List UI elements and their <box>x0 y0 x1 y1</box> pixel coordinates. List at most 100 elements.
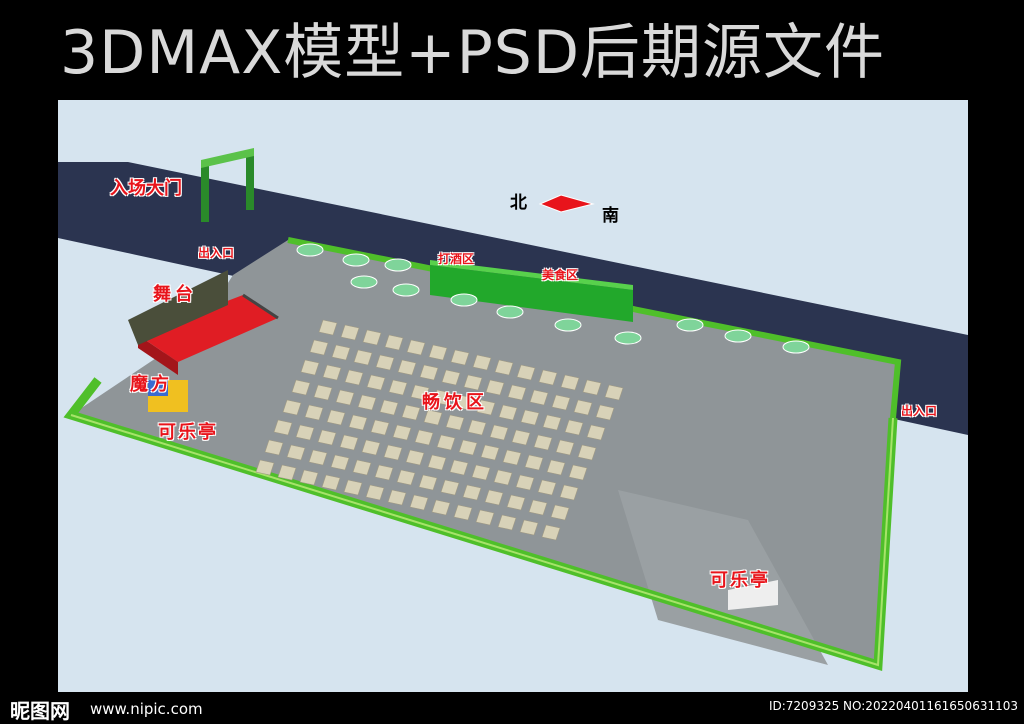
label-drink-area: 畅饮区 <box>422 392 488 413</box>
bench <box>564 419 584 436</box>
bench <box>335 389 355 406</box>
bench <box>582 379 602 396</box>
bench <box>604 384 624 401</box>
bench <box>436 434 456 451</box>
bench <box>366 374 386 391</box>
umbrella <box>350 275 378 289</box>
bench <box>309 339 329 356</box>
cube-face <box>148 380 168 396</box>
bench <box>374 464 394 481</box>
bench <box>573 399 593 416</box>
bench <box>401 404 421 421</box>
bench <box>379 399 399 416</box>
gate-post-left <box>201 160 209 222</box>
bench <box>348 414 368 431</box>
bench <box>353 349 373 366</box>
bench <box>450 349 470 366</box>
bench <box>299 469 319 486</box>
label-kiosk-left: 可乐亭 <box>158 422 218 443</box>
label-bar-area: 打酒区 <box>438 252 475 266</box>
bench <box>506 494 526 511</box>
watermark-id: ID:7209325 NO:20220401161650631103 <box>768 699 1018 713</box>
bench <box>467 419 487 436</box>
bench <box>546 459 566 476</box>
bench <box>304 404 324 421</box>
bench <box>454 394 474 411</box>
bench <box>387 489 407 506</box>
bench <box>344 369 364 386</box>
umbrella <box>296 243 324 257</box>
bench <box>493 469 513 486</box>
bench <box>352 459 372 476</box>
bench <box>511 429 531 446</box>
bench <box>449 459 469 476</box>
bench <box>264 439 284 456</box>
stage-front <box>138 335 178 375</box>
bench <box>458 439 478 456</box>
bench <box>595 404 615 421</box>
bench <box>529 389 549 406</box>
umbrella-tables <box>296 243 810 354</box>
bench <box>340 324 360 341</box>
bench <box>542 414 562 431</box>
bench <box>431 499 451 516</box>
bench <box>445 414 465 431</box>
banner-title: 3DMAX模型+PSD后期源文件 <box>60 18 886 88</box>
bench <box>472 354 492 371</box>
bench <box>428 344 448 361</box>
bench <box>494 359 514 376</box>
bench <box>502 449 522 466</box>
umbrella <box>782 340 810 354</box>
bench <box>559 484 579 501</box>
bench <box>405 449 425 466</box>
umbrella <box>676 318 704 332</box>
bench <box>322 364 342 381</box>
compass-arrow <box>538 194 595 213</box>
bench <box>317 429 337 446</box>
label-exit-right: 出入口 <box>901 404 938 418</box>
bench <box>537 479 557 496</box>
bench <box>300 359 320 376</box>
bench <box>406 339 426 356</box>
umbrella <box>342 253 370 267</box>
bench <box>586 424 606 441</box>
bench <box>326 409 346 426</box>
bench <box>432 389 452 406</box>
compass-north: 北 <box>510 193 527 213</box>
bench <box>282 399 302 416</box>
bench <box>484 489 504 506</box>
bench <box>397 359 417 376</box>
bench <box>533 434 553 451</box>
bench <box>519 519 539 536</box>
bench <box>277 464 297 481</box>
bench <box>463 374 483 391</box>
bench <box>427 454 447 471</box>
compass-south: 南 <box>602 206 619 226</box>
watermark-bar: 昵图网 www.nipic.com ID:7209325 NO:20220401… <box>0 692 1024 724</box>
venue-render: 入场大门 出入口 舞台 魔方 可乐亭 打酒区 美食区 畅饮区 出入口 可乐亭 北… <box>58 100 968 692</box>
booth-block-top <box>430 260 633 290</box>
gate-post-right <box>246 150 254 210</box>
bench <box>516 364 536 381</box>
drink-area-seating <box>255 319 624 541</box>
banner: 3DMAX模型+PSD后期源文件 <box>0 0 1024 100</box>
bench <box>418 474 438 491</box>
umbrella <box>384 258 412 272</box>
umbrella <box>554 318 582 332</box>
bench <box>528 499 548 516</box>
label-stage: 舞台 <box>153 284 197 305</box>
floor-shade <box>618 490 828 665</box>
umbrella <box>450 293 478 307</box>
fence-bottom-cap <box>70 414 894 667</box>
bench <box>357 394 377 411</box>
bench <box>475 509 495 526</box>
watermark-url: www.nipic.com <box>90 700 203 718</box>
bench <box>453 504 473 521</box>
bench <box>286 444 306 461</box>
bench <box>410 384 430 401</box>
bench <box>331 344 351 361</box>
gate-arch <box>201 148 254 168</box>
bench <box>507 384 527 401</box>
umbrella <box>614 331 642 345</box>
bench <box>414 429 434 446</box>
